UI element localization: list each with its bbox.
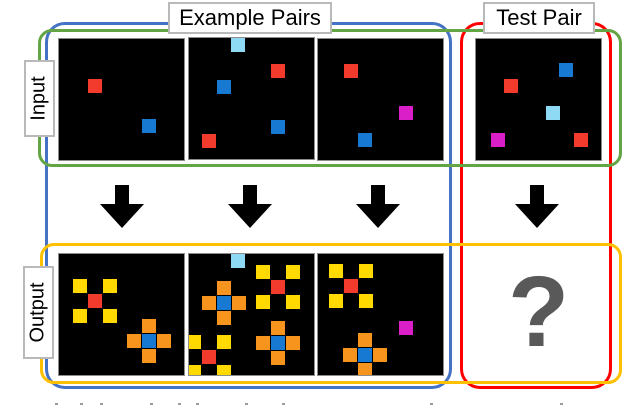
output-row-label-text: Output <box>27 282 50 343</box>
yellow-cell <box>189 365 201 375</box>
magenta-cell <box>399 106 413 120</box>
red-cell <box>88 79 102 93</box>
orange-cell <box>232 296 246 310</box>
down-arrow-icon <box>356 185 400 228</box>
blue-cell <box>142 334 156 348</box>
red-cell <box>344 279 358 293</box>
yellow-cell <box>286 295 300 309</box>
red-cell <box>574 133 588 147</box>
test-output-unknown: ? <box>475 253 602 376</box>
orange-cell <box>286 336 300 350</box>
blue-cell <box>142 119 156 133</box>
yellow-cell <box>73 309 87 323</box>
red-cell <box>88 294 102 308</box>
yellow-cell <box>189 335 201 349</box>
red-cell <box>271 280 285 294</box>
yellow-cell <box>286 265 300 279</box>
red-cell <box>202 134 216 148</box>
orange-cell <box>127 334 141 348</box>
red-cell <box>271 64 285 78</box>
orange-cell <box>358 363 372 375</box>
yellow-cell <box>217 335 231 349</box>
question-mark: ? <box>507 255 570 368</box>
cyan-cell <box>546 106 560 120</box>
orange-cell <box>157 334 171 348</box>
yellow-cell <box>359 294 373 308</box>
red-cell <box>202 350 216 364</box>
yellow-cell <box>256 265 270 279</box>
orange-cell <box>142 349 156 363</box>
yellow-cell <box>329 264 343 278</box>
down-arrow-icon <box>515 185 559 228</box>
blue-cell <box>559 63 573 77</box>
orange-cell <box>142 319 156 333</box>
test-input-grid <box>475 38 602 161</box>
example-output-grid-2 <box>188 253 315 376</box>
orange-cell <box>256 336 270 350</box>
input-row-label: Input <box>24 60 55 137</box>
blue-cell <box>358 133 372 147</box>
input-row-label-text: Input <box>28 76 51 121</box>
example-input-grid-1 <box>58 38 185 161</box>
orange-cell <box>271 351 285 365</box>
orange-cell <box>373 348 387 362</box>
test-pair-label: Test Pair <box>483 2 595 34</box>
orange-cell <box>202 296 216 310</box>
magenta-cell <box>399 321 413 335</box>
down-arrow-icon <box>228 185 272 228</box>
orange-cell <box>343 348 357 362</box>
orange-cell <box>217 311 231 325</box>
down-arrow-icon <box>100 185 144 228</box>
magenta-cell <box>491 133 505 147</box>
example-output-grid-3 <box>317 253 444 376</box>
yellow-cell <box>103 309 117 323</box>
red-cell <box>344 64 358 78</box>
blue-cell <box>217 80 231 94</box>
yellow-cell <box>217 365 231 375</box>
red-cell <box>504 79 518 93</box>
example-output-grid-1 <box>58 253 185 376</box>
blue-cell <box>271 120 285 134</box>
orange-cell <box>217 281 231 295</box>
example-pairs-label-text: Example Pairs <box>179 5 321 30</box>
test-pair-label-text: Test Pair <box>496 5 582 30</box>
blue-cell <box>217 296 231 310</box>
blue-cell <box>358 348 372 362</box>
yellow-cell <box>103 279 117 293</box>
orange-cell <box>271 321 285 335</box>
yellow-cell <box>359 264 373 278</box>
example-input-grid-2 <box>188 37 315 160</box>
yellow-cell <box>329 294 343 308</box>
yellow-cell <box>73 279 87 293</box>
blue-cell <box>271 336 285 350</box>
cropped-caption-text <box>0 401 640 407</box>
output-row-label: Output <box>23 266 54 359</box>
example-input-grid-3 <box>317 38 444 161</box>
cyan-cell <box>231 38 245 52</box>
orange-cell <box>358 333 372 347</box>
example-pairs-label: Example Pairs <box>168 2 332 34</box>
cyan-cell <box>231 254 245 268</box>
yellow-cell <box>256 295 270 309</box>
